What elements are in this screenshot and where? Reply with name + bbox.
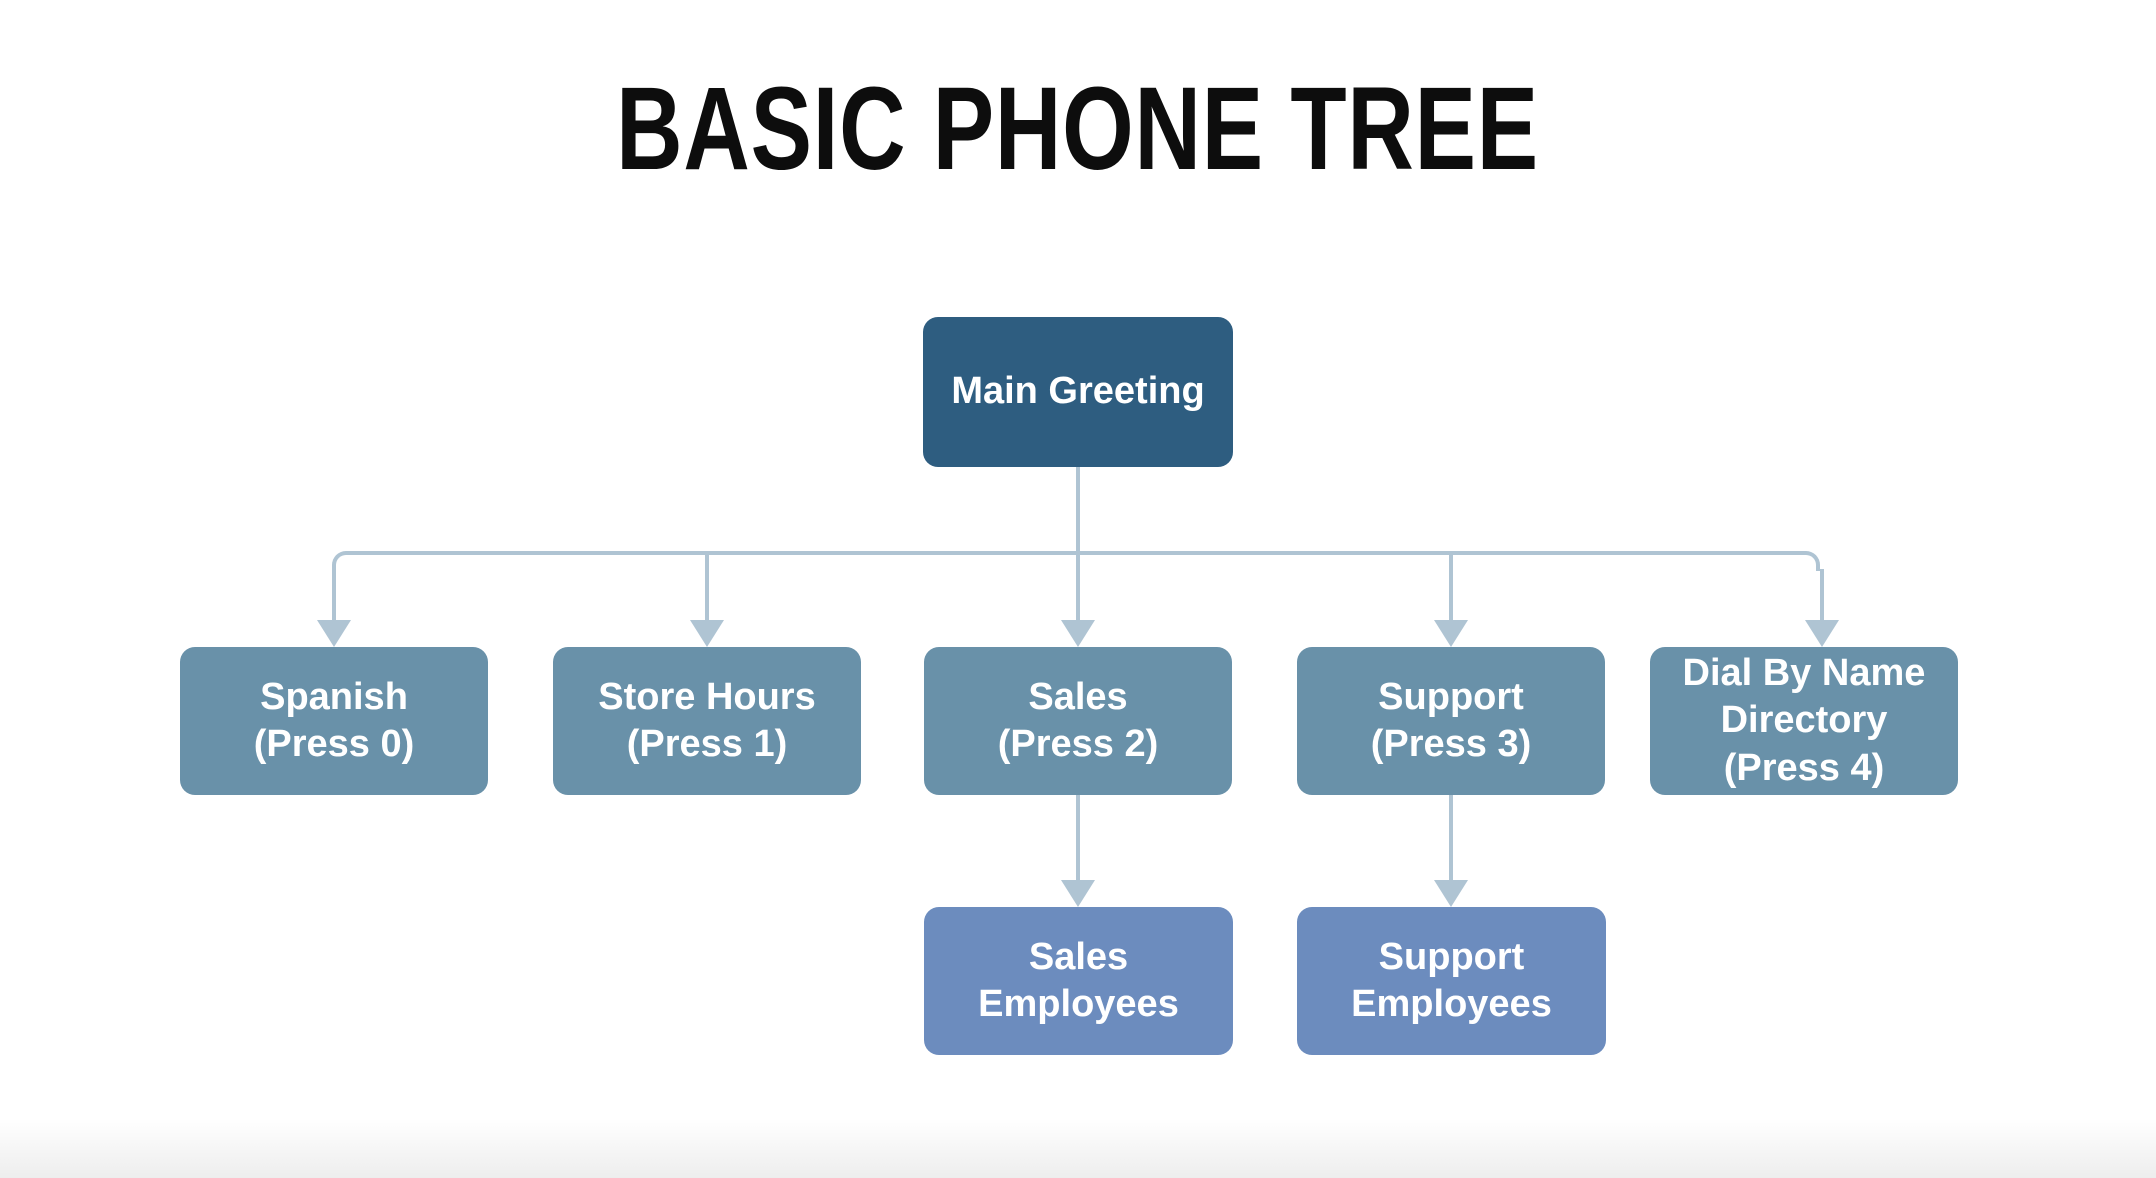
page-title-text: BASIC PHONE TREE bbox=[616, 63, 1540, 195]
node-store-hours-sub: (Press 1) bbox=[626, 723, 788, 765]
down-arrow-icon-sales bbox=[1061, 620, 1095, 647]
connector-root-trunk bbox=[1076, 467, 1080, 555]
node-dial-by-name-sub: (Press 4) bbox=[1723, 746, 1885, 789]
node-sales-sub: (Press 2) bbox=[997, 723, 1159, 765]
down-arrow-icon-support-employees bbox=[1434, 880, 1468, 907]
node-spanish-label: Spanish bbox=[260, 675, 408, 718]
connector-drop-store-hours bbox=[705, 553, 709, 622]
connector-drop-spanish bbox=[332, 569, 336, 622]
down-arrow-icon-spanish bbox=[317, 620, 351, 647]
down-arrow-icon-store-hours bbox=[690, 620, 724, 647]
node-store-hours: Store Hours (Press 1) bbox=[553, 647, 861, 795]
down-arrow-icon-support bbox=[1434, 620, 1468, 647]
connector-sales-to-employees bbox=[1076, 795, 1080, 882]
node-main-greeting-label: Main Greeting bbox=[951, 370, 1205, 413]
connector-support-to-employees bbox=[1449, 795, 1453, 882]
node-support-label: Support bbox=[1378, 675, 1524, 718]
node-store-hours-label: Store Hours bbox=[598, 675, 816, 718]
down-arrow-icon-sales-employees bbox=[1061, 880, 1095, 907]
node-sales-employees-label: Sales Employees bbox=[978, 935, 1179, 1025]
down-arrow-icon-dial bbox=[1805, 620, 1839, 647]
node-spanish: Spanish (Press 0) bbox=[180, 647, 488, 795]
page-title: BASIC PHONE TREE bbox=[0, 70, 2156, 188]
connector-drop-dial bbox=[1820, 569, 1824, 622]
node-support-employees: Support Employees bbox=[1297, 907, 1606, 1055]
connector-drop-support bbox=[1449, 553, 1453, 622]
node-sales-label: Sales bbox=[1028, 675, 1128, 718]
node-support-employees-label: Support Employees bbox=[1351, 935, 1552, 1025]
connector-drop-sales bbox=[1076, 553, 1080, 622]
node-sales: Sales (Press 2) bbox=[924, 647, 1232, 795]
node-main-greeting: Main Greeting bbox=[923, 317, 1233, 467]
node-dial-by-name-label: Dial By Name Directory bbox=[1682, 652, 1926, 742]
node-dial-by-name: Dial By Name Directory (Press 4) bbox=[1650, 647, 1958, 795]
node-sales-employees: Sales Employees bbox=[924, 907, 1233, 1055]
node-spanish-sub: (Press 0) bbox=[253, 723, 415, 765]
node-support: Support (Press 3) bbox=[1297, 647, 1605, 795]
node-support-sub: (Press 3) bbox=[1370, 723, 1532, 765]
